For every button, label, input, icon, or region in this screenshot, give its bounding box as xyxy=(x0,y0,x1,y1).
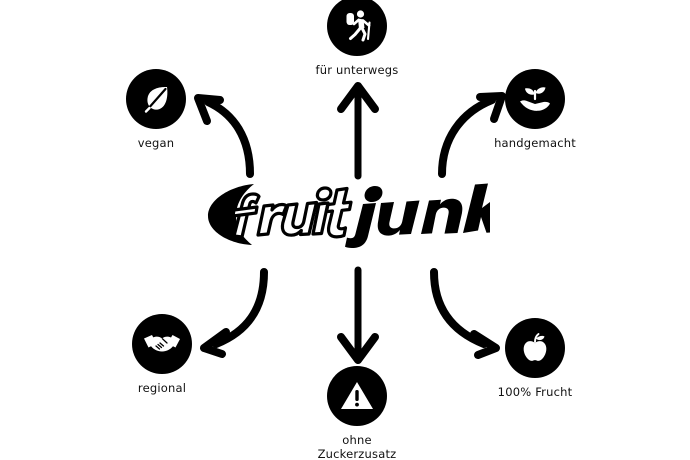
feature-label-100-prozent-frucht: 100% Frucht xyxy=(497,385,573,399)
feature-label-regional: regional xyxy=(137,381,187,395)
brand-logo[interactable] xyxy=(200,180,490,250)
feature-vegan[interactable]: vegan xyxy=(86,69,226,150)
hiker-icon xyxy=(346,10,371,42)
badge-circle-regional xyxy=(132,314,192,374)
badge-circle-ohne-zuckerzusatz xyxy=(327,366,387,426)
warning-triangle-icon xyxy=(341,382,373,409)
feature-label-vegan: vegan xyxy=(137,136,175,150)
feature-fuer-unterwegs[interactable]: für unterwegs xyxy=(287,0,427,77)
badge-circle-handgemacht xyxy=(505,69,565,129)
badge-circle-fuer-unterwegs xyxy=(327,0,387,56)
badge-circle-100-prozent-frucht xyxy=(505,318,565,378)
feature-regional[interactable]: regional xyxy=(92,314,232,395)
arrow-to-zucker xyxy=(337,266,379,364)
feature-label-fuer-unterwegs: für unterwegs xyxy=(315,63,399,77)
leaf-icon xyxy=(144,86,168,113)
feature-ohne-zuckerzusatz[interactable]: ohne Zuckerzusatz xyxy=(287,366,427,460)
arrow-to-unterwegs xyxy=(337,82,379,180)
badge-circle-vegan xyxy=(126,69,186,129)
hand-with-sprout-icon xyxy=(520,87,550,111)
feature-handgemacht[interactable]: handgemacht xyxy=(465,69,605,150)
apple-icon xyxy=(523,333,547,361)
feature-label-handgemacht: handgemacht xyxy=(494,136,576,150)
handshake-icon xyxy=(144,335,180,352)
feature-100-prozent-frucht[interactable]: 100% Frucht xyxy=(465,318,605,399)
feature-label-ohne-zuckerzusatz: ohne Zuckerzusatz xyxy=(317,433,397,460)
